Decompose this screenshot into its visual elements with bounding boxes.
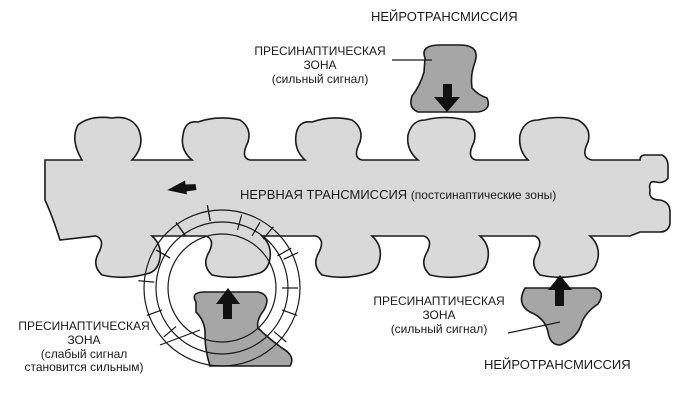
label-presyn-left-line2: ЗОНА xyxy=(67,332,101,347)
label-presyn-right-line2: ЗОНА xyxy=(422,307,456,322)
presyn-zone-left xyxy=(193,291,293,367)
radial-tick xyxy=(138,280,155,283)
label-presyn-top: ПРЕСИНАПТИЧЕСКАЯ ЗОНА (сильный сигнал) xyxy=(247,44,393,86)
radial-ticks xyxy=(138,205,299,343)
label-presyn-right: ПРЕСИНАПТИЧЕСКАЯ ЗОНА (сильный сигнал) xyxy=(366,294,512,336)
label-presyn-right-line3: (сильный сигнал) xyxy=(390,321,488,336)
label-presyn-top-line1: ПРЕСИНАПТИЧЕСКАЯ xyxy=(254,44,386,58)
signal-circle-inner xyxy=(167,233,277,343)
radial-tick xyxy=(277,247,292,257)
label-nerve-transmission-main: НЕРВНАЯ ТРАНСМИССИЯ xyxy=(240,187,408,202)
radial-tick xyxy=(281,309,298,316)
label-presyn-left-line1: ПРЕСИНАПТИЧЕСКАЯ xyxy=(18,319,150,333)
label-presyn-top-line3: (сильный сигнал) xyxy=(271,71,369,86)
radial-tick xyxy=(206,205,211,222)
radial-tick xyxy=(251,221,261,237)
label-presyn-left: ПРЕСИНАПТИЧЕСКАЯ ЗОНА (слабый сигнал ста… xyxy=(0,319,168,375)
arrow-down-top xyxy=(434,84,460,112)
label-nerve-transmission: НЕРВНАЯ ТРАНСМИССИЯ (постсинаптические з… xyxy=(240,187,557,203)
radial-tick xyxy=(175,222,186,236)
radial-tick xyxy=(273,331,287,343)
arrow-up-right xyxy=(548,275,572,306)
leader-line-left xyxy=(159,329,201,346)
label-neurotransmission-top: НЕЙРОТРАНСМИССИЯ xyxy=(371,9,518,24)
label-nerve-transmission-sub: (постсинаптические зоны) xyxy=(410,188,557,202)
radial-tick xyxy=(236,214,243,231)
presyn-zone-right xyxy=(520,287,603,346)
postsynaptic-strip xyxy=(44,116,671,279)
leader-line-right xyxy=(507,321,561,334)
label-presyn-right-line1: ПРЕСИНАПТИЧЕСКАЯ xyxy=(373,294,505,308)
label-neurotransmission-bottom: НЕЙРОТРАНСМИССИЯ xyxy=(484,357,631,372)
radial-tick xyxy=(163,326,177,338)
label-presyn-left-line3: (слабый сигнал xyxy=(40,346,128,361)
radial-tick xyxy=(262,226,274,240)
radial-tick xyxy=(146,309,163,316)
presyn-zone-top xyxy=(410,44,490,113)
label-presyn-top-line2: ЗОНА xyxy=(303,57,337,72)
label-presyn-left-line4: становится сильным) xyxy=(24,360,144,375)
signal-circle-outer xyxy=(143,209,301,367)
arrow-up-left xyxy=(216,288,240,319)
radial-tick xyxy=(283,251,299,260)
arrow-left xyxy=(167,180,197,195)
radial-tick xyxy=(155,249,171,259)
